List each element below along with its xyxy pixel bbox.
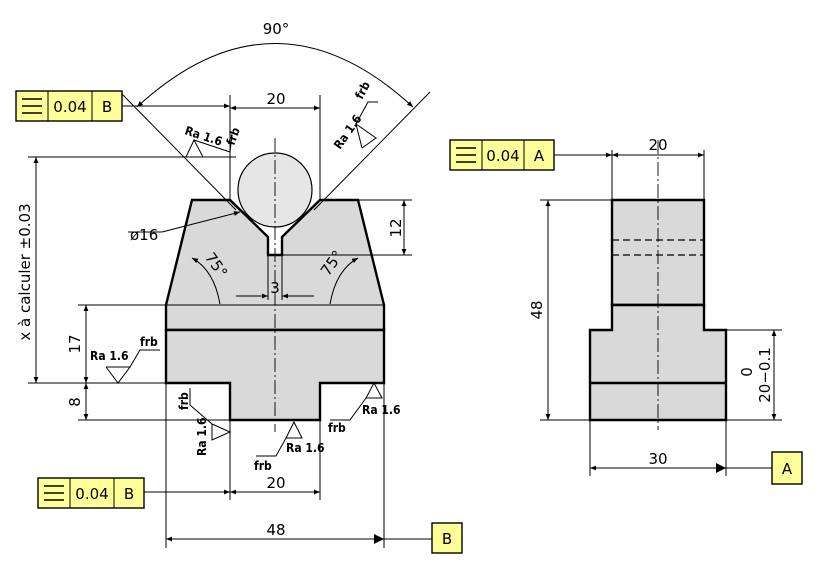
roughness-label: Ra 1.6	[183, 124, 224, 149]
tolerance-frame-bottom: 0.04 B	[37, 477, 230, 509]
side-view: 20 48 0 20−0.1 30 A	[528, 136, 803, 485]
datum-a-box	[771, 451, 803, 485]
angle-75-right-arc	[329, 257, 359, 305]
process-label: frb	[328, 421, 346, 435]
symmetry-icon	[456, 147, 476, 163]
datum-b-box	[431, 522, 463, 554]
roughness-label: Ra 1.6	[362, 403, 400, 417]
roughness-label: Ra 1.6	[90, 349, 128, 363]
process-label: frb	[254, 459, 272, 473]
frame-datum: A	[534, 147, 545, 165]
roughness-label: Ra 1.6	[331, 112, 365, 152]
frame-datum: B	[124, 485, 134, 503]
angle-90-label: 90°	[263, 20, 290, 38]
tolerance-frame-top: 0.04 B	[15, 90, 230, 122]
symmetry-icon	[44, 485, 64, 501]
dim-side-48: 48	[528, 300, 546, 319]
dim-side-20: 20	[648, 136, 667, 154]
dim-side-30: 30	[648, 450, 667, 468]
surface-roughness-icon: Ra 1.6 frb	[90, 335, 160, 384]
frame-value: 0.04	[75, 485, 108, 503]
roughness-label: Ra 1.6	[195, 418, 209, 456]
frame-value: 0.04	[53, 98, 86, 116]
surface-roughness-icon: Ra 1.6 frb	[328, 381, 400, 435]
dim-bottom-20: 20	[266, 474, 285, 492]
front-view: 90° 20 12 ø16 75° 75° 3 x à calculer ±0.…	[16, 20, 463, 554]
dim-overall-48: 48	[266, 521, 285, 539]
process-label: frb	[177, 392, 191, 410]
tolerance-frame-side: 0.04 A	[449, 139, 612, 171]
angle-leg-right	[313, 91, 431, 211]
angle-leg-left	[119, 91, 237, 211]
roughness-label: Ra 1.6	[286, 441, 324, 455]
frame-datum: B	[102, 98, 112, 116]
symmetry-icon	[22, 98, 42, 114]
angle-90-arc	[136, 43, 414, 108]
angle-75-left-arc	[191, 257, 221, 305]
dim-12: 12	[387, 218, 405, 237]
datum-b-label: B	[442, 530, 452, 548]
dim-x-calc: x à calculer ±0.03	[16, 203, 34, 340]
process-label: frb	[224, 125, 243, 147]
datum-a-label: A	[782, 460, 793, 478]
dim-17: 17	[66, 334, 84, 353]
dim-diameter: ø16	[130, 226, 158, 244]
dim-tol-lower: 20−0.1	[756, 347, 774, 403]
surface-roughness-icon: Ra 1.6 frb	[177, 388, 232, 456]
dim-top-20: 20	[266, 90, 285, 108]
dim-tol-upper: 0	[738, 367, 756, 377]
process-label: frb	[140, 335, 158, 349]
surface-roughness-icon: Ra 1.6 frb	[331, 79, 378, 152]
surface-roughness-icon: Ra 1.6 frb	[183, 124, 243, 158]
process-label: frb	[352, 79, 373, 101]
dim-slot-3: 3	[270, 279, 280, 297]
diameter-leader	[161, 211, 241, 233]
dim-8: 8	[66, 397, 84, 407]
frame-value: 0.04	[486, 147, 519, 165]
surface-roughness-icon: Ra 1.6 frb	[254, 420, 324, 473]
